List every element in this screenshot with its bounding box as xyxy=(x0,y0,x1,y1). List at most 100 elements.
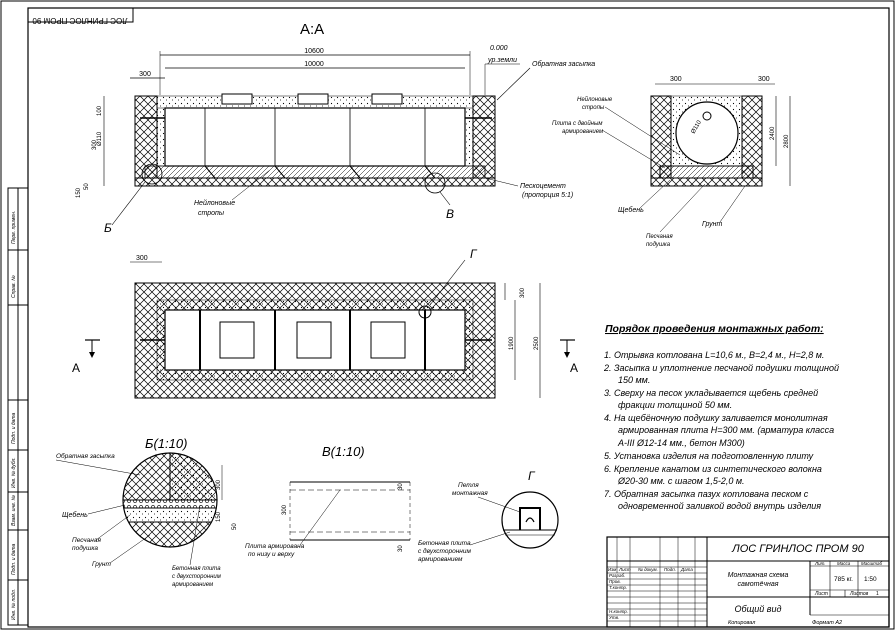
svg-text:с двухсторонним: с двухсторонним xyxy=(172,574,221,580)
svg-text:Формат А2: Формат А2 xyxy=(812,620,842,626)
svg-text:Б: Б xyxy=(104,221,112,235)
svg-text:Обратная засыпка: Обратная засыпка xyxy=(56,452,115,460)
svg-text:300: 300 xyxy=(216,479,222,490)
svg-text:0.000: 0.000 xyxy=(490,45,508,52)
svg-text:Нейлоновые: Нейлоновые xyxy=(194,199,235,207)
svg-text:785 кг.: 785 кг. xyxy=(834,576,853,583)
svg-text:В(1:10): В(1:10) xyxy=(322,444,365,459)
svg-text:150 мм.: 150 мм. xyxy=(618,375,650,385)
svg-text:Листов: Листов xyxy=(849,591,869,597)
svg-text:армированием: армированием xyxy=(172,582,213,588)
svg-text:Перв. примен.: Перв. примен. xyxy=(11,211,17,244)
svg-text:Б(1:10): Б(1:10) xyxy=(145,436,187,451)
svg-text:Песчаная: Песчаная xyxy=(646,234,673,240)
svg-text:одновременной заливкой водой в: одновременной заливкой водой внутрь изде… xyxy=(618,501,821,511)
svg-text:Общий вид: Общий вид xyxy=(735,604,782,614)
svg-text:Грунт: Грунт xyxy=(92,561,111,568)
svg-text:300: 300 xyxy=(139,71,151,78)
left-sidebar: Перв. примен. Справ. № Подп. и дата Инв.… xyxy=(7,187,29,626)
svg-text:150: 150 xyxy=(76,187,82,198)
svg-text:Изм: Изм xyxy=(608,567,616,572)
svg-text:Лист: Лист xyxy=(814,591,828,597)
svg-text:ЛОС ГРИНЛОС ПРОМ 90: ЛОС ГРИНЛОС ПРОМ 90 xyxy=(32,16,128,25)
svg-text:Бетонная плита: Бетонная плита xyxy=(418,540,471,547)
svg-text:Обратная засыпка: Обратная засыпка xyxy=(532,60,595,68)
svg-text:Г: Г xyxy=(528,469,536,483)
section-view: А:А 10600 10000 300 0.000 ур.земли Обрат… xyxy=(76,21,595,235)
svg-text:Разраб.: Разраб. xyxy=(609,573,625,578)
svg-text:фракции толщиной 50 мм.: фракции толщиной 50 мм. xyxy=(618,400,732,410)
svg-text:300: 300 xyxy=(136,255,148,262)
svg-text:1:50: 1:50 xyxy=(864,576,877,583)
plan-view: 300 Г 300 1900 2500 А А xyxy=(72,247,578,399)
svg-text:1: 1 xyxy=(876,591,879,597)
svg-text:Лит.: Лит. xyxy=(814,561,826,566)
svg-text:50: 50 xyxy=(84,183,90,190)
svg-text:2400: 2400 xyxy=(770,126,776,140)
svg-text:50: 50 xyxy=(232,523,238,530)
svg-text:подушка: подушка xyxy=(646,242,671,248)
svg-text:30: 30 xyxy=(398,483,404,490)
end-view: 300 300 Ø110 2400 2800 Нейлоновые стропы… xyxy=(552,76,791,248)
svg-text:300: 300 xyxy=(92,139,98,150)
svg-text:стропы: стропы xyxy=(582,105,605,111)
product-name: ЛОС ГРИНЛОС ПРОМ 90 xyxy=(731,543,865,555)
svg-text:А-III Ø12-14 мм., бетон М300): А-III Ø12-14 мм., бетон М300) xyxy=(617,438,745,448)
svg-text:7. Обратная засыпка пазух котл: 7. Обратная засыпка пазух котлована песк… xyxy=(604,489,809,499)
svg-text:Щебень: Щебень xyxy=(618,206,644,214)
svg-text:2500: 2500 xyxy=(534,336,540,350)
svg-text:№ докум.: № докум. xyxy=(638,567,658,572)
svg-text:армированием: армированием xyxy=(562,129,603,135)
svg-text:10000: 10000 xyxy=(304,61,324,68)
svg-text:Подп. и дата: Подп. и дата xyxy=(11,412,17,444)
top-stamp: ЛОС ГРИНЛОС ПРОМ 90 xyxy=(27,7,134,25)
svg-text:Т.контр.: Т.контр. xyxy=(609,585,627,590)
svg-text:300: 300 xyxy=(670,76,682,83)
detail-g: Г Петля монтажная Бетонная плита с двухс… xyxy=(418,469,559,563)
svg-text:Г: Г xyxy=(470,247,478,261)
svg-text:Справ. №: Справ. № xyxy=(11,275,17,298)
svg-text:В: В xyxy=(446,207,454,221)
svg-text:Пров.: Пров. xyxy=(609,579,621,584)
detail-v: В(1:10) 300 30 30 Плита армирована по ни… xyxy=(245,444,411,558)
svg-text:подушка: подушка xyxy=(72,544,98,552)
svg-text:ур.земли: ур.земли xyxy=(487,57,517,64)
svg-text:Песчаная: Песчаная xyxy=(72,537,101,544)
svg-text:Подп. и дата: Подп. и дата xyxy=(11,543,17,575)
svg-text:армированием: армированием xyxy=(418,556,463,563)
notes-title: Порядок проведения монтажных работ: xyxy=(605,323,824,335)
svg-text:Инв. № подл.: Инв. № подл. xyxy=(11,589,17,620)
svg-text:2. Засыпка и уплотнение песчан: 2. Засыпка и уплотнение песчаной подушки… xyxy=(603,363,839,373)
svg-text:Ø110: Ø110 xyxy=(97,131,103,146)
svg-text:Масштаб: Масштаб xyxy=(861,561,882,566)
title-block: Изм Лист № докум. Подп. Дата Разраб. Про… xyxy=(606,536,890,628)
svg-text:по низу и верху: по низу и верху xyxy=(248,551,295,558)
section-title: А:А xyxy=(300,21,324,38)
svg-text:100: 100 xyxy=(97,105,103,116)
svg-text:6. Крепление канатом из синтет: 6. Крепление канатом из синтетического в… xyxy=(604,464,822,474)
svg-text:армированная плита Н=300 мм. (: армированная плита Н=300 мм. (арматура к… xyxy=(618,425,834,435)
notes-block: Порядок проведения монтажных работ: 1. О… xyxy=(603,323,839,511)
svg-text:монтажная: монтажная xyxy=(452,490,488,497)
svg-text:Плита армирована: Плита армирована xyxy=(245,543,305,550)
svg-text:30: 30 xyxy=(398,545,404,552)
svg-text:300: 300 xyxy=(520,287,526,298)
detail-b: Б(1:10) Обратная засыпка Щебень Песчаная… xyxy=(55,436,238,588)
svg-text:Подп.: Подп. xyxy=(664,567,676,572)
svg-text:Масса: Масса xyxy=(837,561,851,566)
svg-text:1900: 1900 xyxy=(509,336,515,350)
svg-text:Дата: Дата xyxy=(680,567,693,572)
svg-text:Петля: Петля xyxy=(458,482,479,489)
svg-text:(пропорция 5:1): (пропорция 5:1) xyxy=(522,192,573,199)
svg-text:Взам. инв. №: Взам. инв. № xyxy=(11,494,17,526)
svg-text:Нейлоновые: Нейлоновые xyxy=(577,96,613,103)
svg-text:Н.контр.: Н.контр. xyxy=(609,609,628,614)
svg-text:2800: 2800 xyxy=(784,134,790,148)
svg-text:Плита с двойным: Плита с двойным xyxy=(552,120,603,127)
svg-text:Щебень: Щебень xyxy=(62,511,88,519)
svg-text:10600: 10600 xyxy=(304,48,324,55)
svg-text:300: 300 xyxy=(282,504,288,515)
